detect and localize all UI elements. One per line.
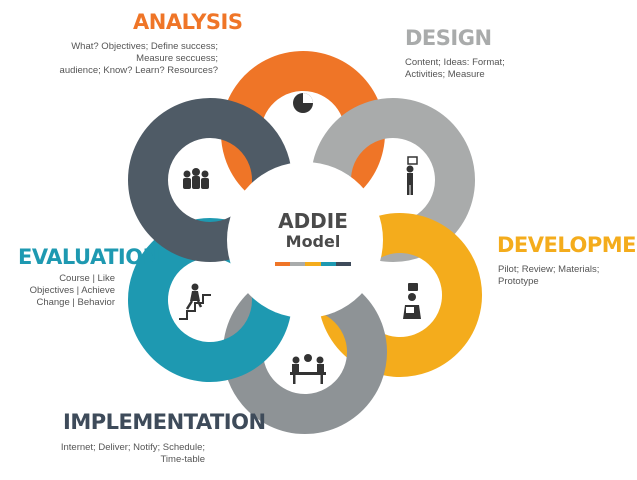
center-color-bar — [275, 262, 352, 266]
pie-chart-icon — [293, 93, 313, 113]
implementation-description: Internet; Deliver; Notify; Schedule; Tim… — [61, 442, 205, 466]
evaluation-line: Course | Like — [59, 273, 115, 284]
implementation-line: Time-table — [160, 454, 205, 465]
color-bar-segment — [275, 262, 291, 266]
evaluation-line: Objectives | Achieve — [29, 285, 115, 296]
center-disc — [227, 162, 383, 318]
center-title-main: ADDIE — [278, 209, 348, 233]
center-title: ADDIE Model — [268, 210, 358, 252]
development-description: Pilot; Review; Materials; Prototype — [498, 264, 599, 288]
center-title-sub: Model — [285, 232, 341, 251]
stairs-climb-icon — [179, 283, 211, 320]
analysis-line: Measure seccuess; — [136, 53, 218, 64]
color-bar-segment — [320, 262, 336, 266]
evaluation-line: Change | Behavior — [36, 297, 115, 308]
analysis-line: audience; Know? Learn? Resources? — [59, 65, 218, 76]
development-title: DEVELOPMENT — [497, 233, 637, 257]
evaluation-title: EVALUATION — [18, 245, 160, 269]
presenter-icon — [406, 156, 418, 195]
color-bar-segment — [290, 262, 306, 266]
analysis-line: What? Objectives; Define success; — [71, 41, 218, 52]
reading-person-icon — [403, 283, 421, 319]
analysis-left-ring — [128, 98, 292, 262]
development-line: Prototype — [498, 276, 539, 287]
design-line: Content; Ideas: Format; — [405, 57, 505, 68]
design-description: Content; Ideas: Format; Activities; Meas… — [405, 57, 505, 81]
analysis-description: What? Objectives; Define success; Measur… — [60, 41, 218, 77]
development-line: Pilot; Review; Materials; — [498, 264, 600, 275]
analysis-title: ANALYSIS — [133, 10, 243, 34]
implementation-title: IMPLEMENTATION — [63, 410, 266, 434]
design-line: Activities; Measure — [405, 69, 485, 80]
implementation-line: Internet; Deliver; Notify; Schedule; — [60, 442, 205, 453]
meeting-table-icon — [290, 354, 326, 384]
evaluation-description: Course | Like Objectives | Achieve Chang… — [30, 273, 115, 309]
color-bar-segment — [305, 262, 321, 266]
color-bar-segment — [335, 262, 352, 266]
team-icon — [183, 168, 209, 189]
design-title: DESIGN — [405, 26, 492, 50]
